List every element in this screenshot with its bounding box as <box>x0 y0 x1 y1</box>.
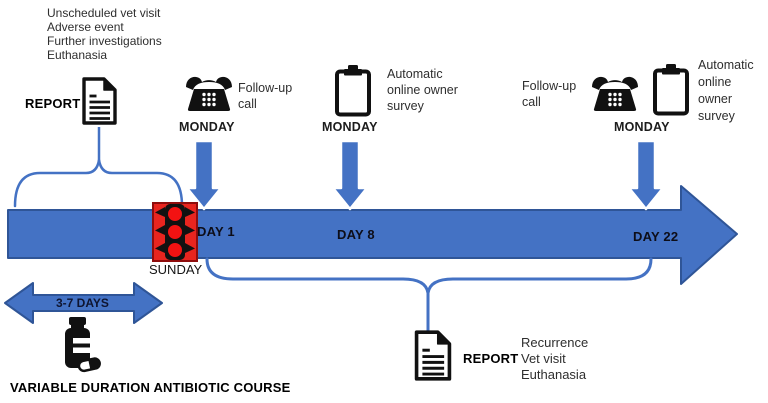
day22-label: DAY 22 <box>633 229 679 244</box>
down-arrow-day8 <box>331 139 369 211</box>
traffic-light-icon <box>152 202 198 262</box>
clipboard-icon <box>335 65 371 117</box>
down-arrow-day22 <box>627 139 665 211</box>
followup-call-1-line2: call <box>238 97 257 111</box>
survey-2-line2: online <box>698 75 732 89</box>
upper-brace <box>13 159 184 208</box>
sunday-label: SUNDAY <box>149 262 203 277</box>
lower-brace <box>205 257 653 294</box>
survey-1-line3: survey <box>387 99 424 113</box>
duration-double-arrow <box>4 282 163 324</box>
survey-2-line1: Automatic <box>698 58 754 72</box>
monday-label-2: MONDAY <box>322 120 378 134</box>
report-document-icon <box>82 77 117 125</box>
post-trial-outcome-2: Vet visit <box>521 351 566 366</box>
followup-call-1-line1: Follow-up <box>238 81 293 95</box>
followup-call-2-line1: Follow-up <box>522 79 577 93</box>
survey-2-line4: survey <box>698 109 735 123</box>
monday-label-1: MONDAY <box>179 120 235 134</box>
day1-label: DAY 1 <box>197 224 235 239</box>
monday-label-3: MONDAY <box>614 120 670 134</box>
pre-trial-report-label: REPORT <box>25 96 81 111</box>
clipboard-icon <box>653 64 689 116</box>
post-trial-report-label: REPORT <box>463 351 519 366</box>
pill-bottle-icon <box>65 317 101 373</box>
post-trial-outcome-1: Recurrence <box>521 335 589 350</box>
phone-icon <box>592 76 638 111</box>
survey-1-line2: online owner <box>387 83 458 97</box>
antibiotic-course-label: VARIABLE DURATION ANTIBIOTIC COURSE <box>10 380 291 395</box>
phone-icon <box>186 76 232 111</box>
pre-trial-outcome-3: Further investigations <box>47 34 162 48</box>
survey-1-line1: Automatic <box>387 67 443 81</box>
survey-2-line3: owner <box>698 92 733 106</box>
followup-call-2-line2: call <box>522 95 541 109</box>
day8-label: DAY 8 <box>337 227 375 242</box>
pre-trial-outcome-1: Unscheduled vet visit <box>47 6 161 20</box>
report-document-icon <box>414 330 452 381</box>
down-arrow-day1 <box>185 139 223 211</box>
post-trial-outcome-3: Euthanasia <box>521 367 587 382</box>
duration-label: 3-7 DAYS <box>56 296 109 310</box>
pre-trial-outcome-4: Euthanasia <box>47 48 108 62</box>
pre-trial-outcome-2: Adverse event <box>47 20 124 34</box>
